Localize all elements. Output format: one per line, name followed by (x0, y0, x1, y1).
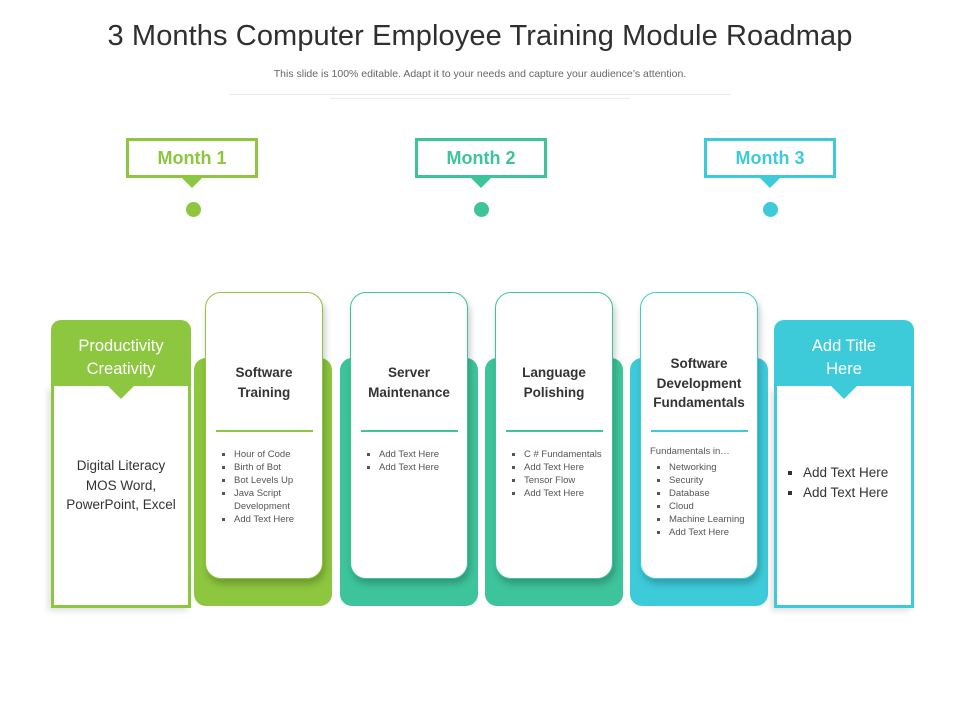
list-item: Add Text Here (803, 463, 888, 483)
add-title-line-1: Add Title (811, 337, 877, 355)
add-title-pointer (831, 386, 857, 399)
list-item: Cloud (669, 500, 745, 513)
card-1-title-line-1: Software (235, 365, 293, 380)
productivity-line-2: MOS Word, (85, 477, 157, 493)
list-item: Bot Levels Up (234, 474, 294, 487)
list-item: Hour of Code (234, 448, 294, 461)
list-item: Tensor Flow (524, 474, 602, 487)
list-item: Add Text Here (234, 513, 294, 526)
month-1-text: Month 1 (157, 148, 227, 168)
productivity-title-1: Productivity (78, 337, 164, 355)
card-3-divider (506, 430, 603, 432)
card-software-training: Software Training Hour of Code Birth of … (205, 292, 323, 579)
list-item: Machine Learning (669, 513, 745, 526)
list-item: Add Text Here (669, 526, 745, 539)
card-3-title-line-1: Language (522, 365, 586, 380)
add-title-box-body: Add Text Here Add Text Here (774, 386, 914, 608)
list-item: Add Text Here (524, 461, 602, 474)
productivity-pointer (108, 386, 134, 399)
card-1-divider (216, 430, 313, 432)
card-language-polishing: Language Polishing C # Fundamentals Add … (495, 292, 613, 579)
card-4-list: Networking Security Database Cloud Machi… (649, 461, 745, 539)
title-divider-short (330, 98, 630, 99)
month-3-pointer (758, 176, 782, 188)
page-title: 3 Months Computer Employee Training Modu… (107, 20, 853, 52)
card-4-divider (651, 430, 748, 432)
list-item: Add Text Here (524, 487, 602, 500)
card-4-title-line-3: Fundamentals (653, 395, 745, 410)
month-3-label: Month 3 (704, 138, 836, 188)
add-title-list: Add Text Here Add Text Here (783, 463, 888, 502)
card-server-maintenance: Server Maintenance Add Text Here Add Tex… (350, 292, 468, 579)
card-1-title: Software Training (206, 363, 322, 402)
productivity-box-body: Digital Literacy MOS Word, PowerPoint, E… (51, 386, 191, 608)
productivity-line-1: Digital Literacy (76, 458, 166, 473)
month-1-label: Month 1 (126, 138, 258, 188)
month-2-text: Month 2 (446, 148, 516, 168)
list-item-text-cont: Development (234, 501, 290, 512)
add-title-line-2: Here (826, 360, 862, 378)
card-3-list: C # Fundamentals Add Text Here Tensor Fl… (504, 448, 602, 500)
list-item: Birth of Bot (234, 461, 294, 474)
card-2-title-line-2: Maintenance (368, 384, 450, 400)
list-item: Add Text Here (379, 461, 439, 474)
month-2-pointer (469, 176, 493, 188)
list-item: Add Text Here (379, 448, 439, 461)
month-2-label: Month 2 (415, 138, 547, 188)
title-divider (230, 94, 730, 95)
card-software-development: Software Development Fundamentals Fundam… (640, 292, 758, 579)
add-title-box-header: Add Title Here (774, 320, 914, 399)
card-4-lead: Fundamentals in… (650, 446, 730, 457)
card-2-divider (361, 430, 458, 432)
card-3-title: Language Polishing (496, 363, 612, 402)
month-1-pointer (180, 176, 204, 188)
list-item: Security (669, 474, 745, 487)
productivity-box-header: Productivity Creativity (51, 320, 191, 399)
card-1-list: Hour of Code Birth of Bot Bot Levels Up … (214, 448, 294, 526)
productivity-box-text: Digital Literacy MOS Word, PowerPoint, E… (54, 456, 188, 515)
list-item: Database (669, 487, 745, 500)
card-2-title-line-1: Server (387, 365, 431, 380)
productivity-box: Digital Literacy MOS Word, PowerPoint, E… (51, 320, 191, 608)
card-3-title-line-2: Polishing (523, 384, 585, 400)
card-4-title-line-1: Software (670, 356, 728, 371)
card-2-title: Server Maintenance (351, 363, 467, 402)
month-2-dot (474, 202, 489, 217)
productivity-title-2: Creativity (86, 360, 156, 378)
month-1-dot (186, 202, 201, 217)
list-item: Networking (669, 461, 745, 474)
add-title-box: Add Text Here Add Text Here Add Title He… (774, 320, 914, 608)
page-subtitle: This slide is 100% editable. Adapt it to… (273, 68, 687, 80)
list-item-text: Java Script (234, 488, 281, 499)
month-3-text: Month 3 (735, 148, 805, 168)
card-4-title-line-2: Development (656, 375, 742, 391)
card-4-title: Software Development Fundamentals (641, 354, 757, 413)
productivity-line-3: PowerPoint, Excel (66, 497, 176, 512)
list-item: Add Text Here (803, 483, 888, 503)
month-3-dot (763, 202, 778, 217)
list-item: C # Fundamentals (524, 448, 602, 461)
card-1-title-line-2: Training (237, 384, 291, 400)
card-2-list: Add Text Here Add Text Here (359, 448, 439, 474)
